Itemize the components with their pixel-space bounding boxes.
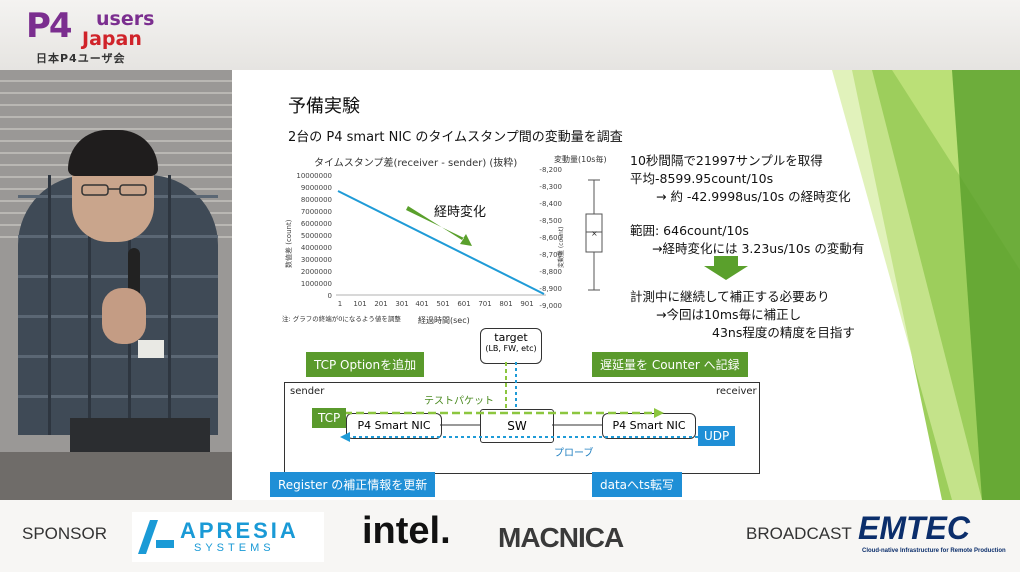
- line-chart-title: タイムスタンプ差(receiver - sender) (抜粋): [314, 158, 518, 169]
- xtick: 101: [353, 300, 367, 308]
- xtick: 701: [478, 300, 492, 308]
- ytick: 7000000: [300, 208, 332, 216]
- probe-label: プローブ: [554, 448, 594, 459]
- laptop: [70, 418, 210, 452]
- note-line: 範囲: 646count/10s: [630, 223, 749, 238]
- ytick: 1000000: [300, 280, 332, 288]
- note-line: 計測中に継続して補正する必要あり: [630, 289, 830, 304]
- intel-logo: intel.: [362, 510, 451, 552]
- ytick: 4000000: [300, 244, 332, 252]
- counter-callout: 遅延量を Counter へ記録: [592, 352, 748, 377]
- logo-subtitle: 日本P4ユーザ会: [36, 52, 126, 65]
- presenter-hand: [102, 288, 146, 344]
- down-arrow-icon: [704, 256, 748, 280]
- emtec-tagline: Cloud-native Infrastructure for Remote P…: [862, 548, 1006, 554]
- line-chart-footnote: 注: グラフの終端が0になるよう値を調整: [282, 315, 401, 323]
- macnica-logo: MACNICA: [498, 522, 624, 553]
- apresia-bottom: SYSTEMS: [194, 542, 275, 554]
- apresia-logo: APRESIA SYSTEMS: [132, 512, 324, 562]
- box-plot: ×: [585, 179, 603, 291]
- apresia-mark-icon: [138, 520, 174, 554]
- slide-decoration: [832, 70, 1020, 500]
- ytick: -8,300: [539, 183, 562, 191]
- box-chart-title: 変動量(10s毎): [554, 155, 607, 164]
- sender-label: sender: [290, 386, 325, 397]
- trend-annotation: 経時変化: [434, 205, 487, 220]
- note-line: → 約 -42.9998us/10s の経時変化: [656, 189, 851, 204]
- logo-japan: Japan: [82, 28, 142, 50]
- ytick: -8,400: [539, 200, 562, 208]
- note-line: →今回は10ms毎に補正し: [656, 307, 802, 322]
- box-chart-ylabel: 変動量 (count): [558, 226, 565, 268]
- receiver-label: receiver: [716, 386, 757, 397]
- sender-nic: P4 Smart NIC: [346, 413, 442, 439]
- xtick: 201: [374, 300, 388, 308]
- note-line: →経時変化には 3.23us/10s の変動有: [652, 241, 865, 256]
- xtick: 501: [436, 300, 450, 308]
- slide-title: 予備実験: [288, 96, 360, 117]
- emtec-logo: EMTEC: [858, 510, 970, 546]
- ytick: 10000000: [296, 172, 332, 180]
- ytick: -8,700: [539, 251, 562, 259]
- ytick: 5000000: [300, 232, 332, 240]
- ytick: -8,800: [539, 268, 562, 276]
- presentation-slide: 予備実験 2台の P4 smart NIC のタイムスタンプ間の変動量を調査 タ…: [232, 70, 1020, 500]
- xtick: 901: [520, 300, 534, 308]
- diagram-links: [340, 362, 710, 442]
- note-line: 10秒間隔で21997サンプルを取得: [630, 153, 823, 168]
- ytick: 3000000: [300, 256, 332, 264]
- xtick: 801: [499, 300, 513, 308]
- ytick: -8,200: [539, 166, 562, 174]
- trend-arrow: [406, 206, 472, 246]
- tcp-option-callout: TCP Optionを追加: [306, 352, 425, 377]
- ytick: -8,500: [539, 217, 562, 225]
- microphone: [128, 248, 140, 300]
- sponsor-bar: SPONSOR APRESIA SYSTEMS intel. MACNICA B…: [0, 500, 1020, 572]
- logo-p4: P4: [26, 6, 73, 46]
- broadcast-label: BROADCAST: [746, 524, 852, 543]
- slide-subtitle: 2台の P4 smart NIC のタイムスタンプ間の変動量を調査: [288, 130, 623, 145]
- target-label: target: [494, 331, 528, 344]
- xtick: 601: [457, 300, 471, 308]
- target-sublabel: (LB, FW, etc): [485, 344, 537, 353]
- xtick: 1: [337, 300, 343, 308]
- ytick: 0: [327, 292, 332, 300]
- sponsor-label: SPONSOR: [22, 524, 108, 543]
- presenter-hair: [68, 130, 158, 176]
- note-line: 平均-8599.95count/10s: [630, 171, 774, 186]
- svg-text:×: ×: [591, 229, 598, 238]
- ytick: 8000000: [300, 196, 332, 204]
- line-chart-ylabel: 数値差 (count): [285, 219, 293, 268]
- target-node: target (LB, FW, etc): [480, 328, 542, 364]
- note-line: 43ns程度の精度を目指す: [712, 325, 855, 340]
- ytick: 6000000: [300, 220, 332, 228]
- udp-label: UDP: [698, 426, 736, 446]
- ytick: -8,900: [539, 285, 562, 293]
- line-chart-plot: [336, 190, 546, 296]
- data-ts-callout: dataへts転写: [592, 472, 682, 497]
- ytick: -8,600: [539, 234, 562, 242]
- logo-users: users: [96, 8, 155, 30]
- glasses-icon: [81, 184, 147, 196]
- p4-users-japan-logo: P4 users Japan 日本P4ユーザ会: [26, 4, 176, 66]
- test-packet-label: テストパケット: [424, 396, 494, 407]
- xtick: 301: [395, 300, 409, 308]
- podium: [0, 452, 232, 500]
- line-chart-xlabel: 経過時間(sec): [418, 316, 470, 325]
- xtick: 401: [415, 300, 429, 308]
- ytick: 9000000: [300, 184, 332, 192]
- name-badge: [138, 340, 164, 358]
- register-callout: Register の補正情報を更新: [270, 472, 436, 497]
- series-line: [337, 190, 545, 295]
- event-header: [0, 0, 1020, 70]
- apresia-top: APRESIA: [180, 518, 299, 543]
- tcp-label: TCP: [312, 408, 347, 428]
- ytick: -9,000: [539, 302, 562, 310]
- ytick: 2000000: [300, 268, 332, 276]
